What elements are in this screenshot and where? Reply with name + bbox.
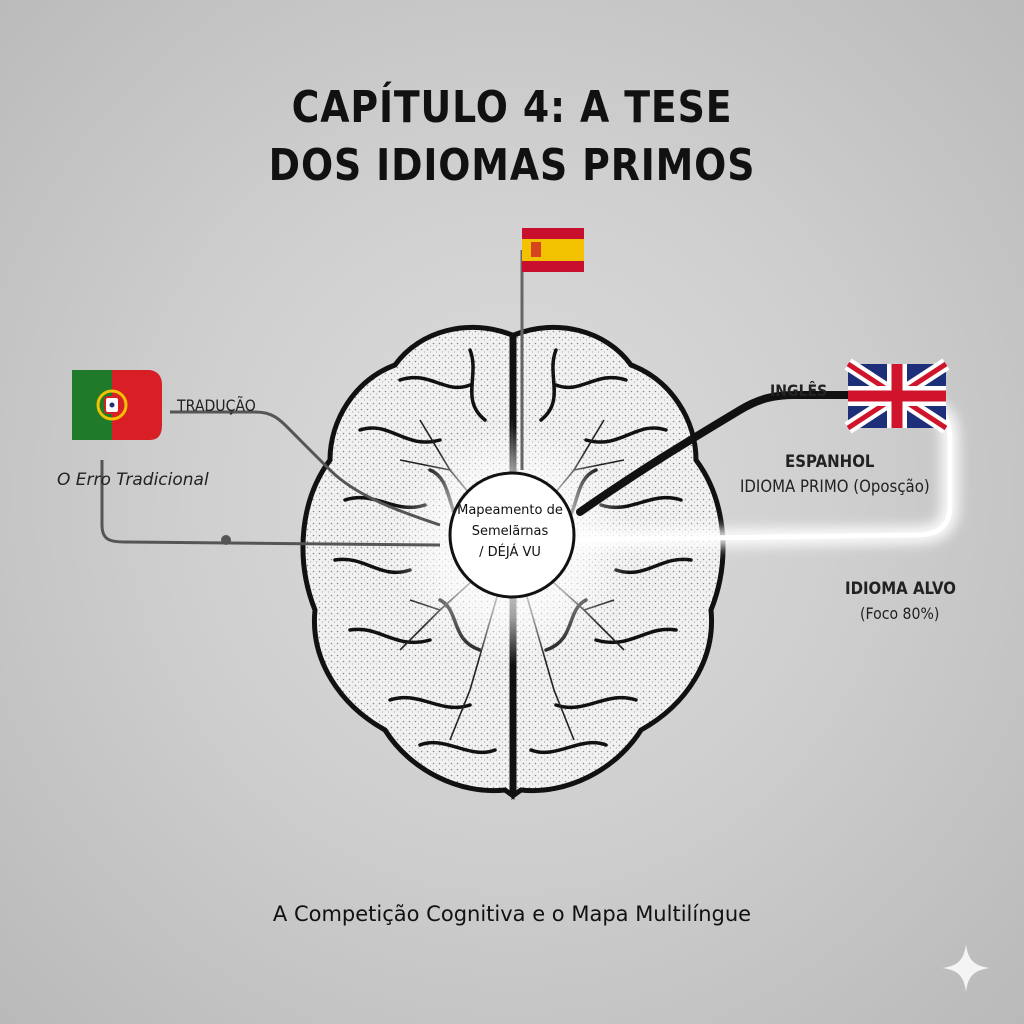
subtitle: A Competição Cognitiva e o Mapa Multilín… bbox=[272, 902, 752, 926]
spain-flag bbox=[522, 228, 584, 272]
cousin-caption: IDIOMA PRIMO (Oposção) bbox=[740, 477, 930, 497]
cousin-title: ESPANHOL bbox=[785, 452, 875, 472]
traditional-error-caption: O Erro Tradicional bbox=[57, 470, 209, 490]
portugal-flag bbox=[72, 370, 162, 440]
english-connector bbox=[576, 391, 854, 516]
center-label: Mapeamento de Semelãrnas / DÉJÁ VU bbox=[450, 500, 570, 563]
sparkle-icon bbox=[942, 944, 990, 992]
target-title: IDIOMA ALVO bbox=[845, 579, 957, 599]
center-line-2: Semelãrnas bbox=[471, 524, 549, 539]
title-line-1: CAPÍTULO 4: A TESE bbox=[291, 82, 733, 133]
center-line-1: Mapeamento de bbox=[457, 503, 563, 518]
uk-flag bbox=[844, 358, 950, 434]
connector-node bbox=[221, 535, 231, 545]
english-label: INGLÊS bbox=[770, 381, 828, 400]
center-line-3: / DÉJÁ VU bbox=[479, 545, 541, 560]
translation-label: TRADUÇÃO bbox=[177, 396, 256, 415]
title-line-2: DOS IDIOMAS PRIMOS bbox=[268, 140, 756, 191]
target-caption: (Foco 80%) bbox=[860, 604, 940, 623]
translation-connector bbox=[100, 410, 441, 547]
center-node bbox=[448, 471, 576, 599]
